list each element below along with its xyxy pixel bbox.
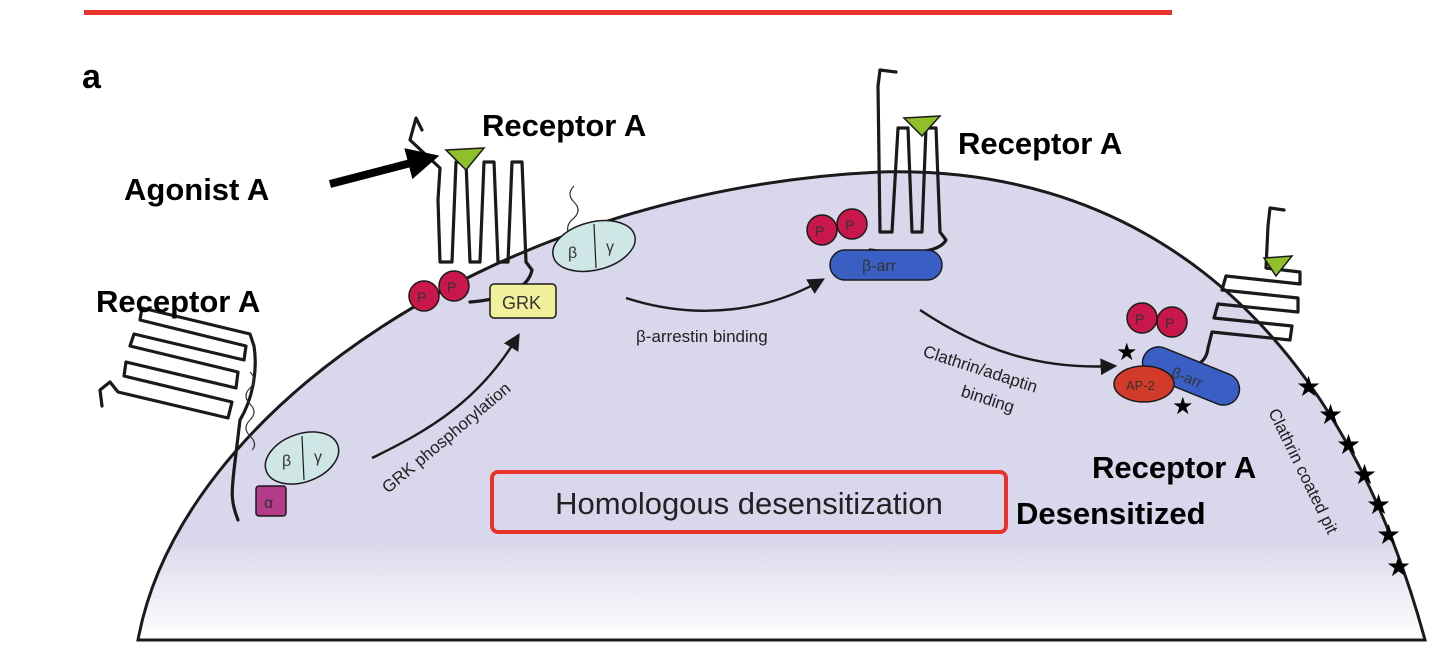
svg-text:γ: γ: [314, 449, 322, 466]
receptor-1: [98, 306, 257, 522]
clathrin-pit-stars: ★ ★ ★ ★ ★ ★ ★: [1296, 371, 1411, 582]
grk-kinase: GRK: [489, 283, 557, 319]
phospho-group-4a: P: [1126, 302, 1158, 334]
receptor-2-label: Receptor A: [482, 108, 646, 143]
receptor-4-star-2: ★: [1172, 393, 1194, 420]
panel-label: a: [82, 58, 102, 96]
g-beta-gamma-2: β γ: [552, 219, 636, 273]
svg-text:α: α: [264, 495, 273, 512]
arrestin-step-label: β-arrestin binding: [636, 327, 768, 346]
cell-membrane: [136, 170, 1427, 642]
svg-text:GRK: GRK: [502, 293, 541, 313]
g-alpha-subunit: α: [255, 485, 287, 517]
pit-star: ★: [1376, 519, 1401, 550]
svg-text:P: P: [1135, 311, 1144, 327]
beta-arrestin-3: β-arr: [829, 249, 943, 281]
phospho-group-3a: P: [806, 214, 838, 246]
svg-text:P: P: [845, 217, 854, 233]
agonist-arrow: [328, 148, 440, 188]
receptor-4-star-1: ★: [1116, 339, 1138, 366]
g-beta-gamma-1: β γ: [264, 431, 340, 485]
agonist-a-4: [1262, 255, 1294, 278]
top-rule: [84, 10, 1172, 15]
svg-text:P: P: [417, 289, 426, 305]
svg-text:β-arr: β-arr: [862, 258, 897, 275]
receptor-3-label: Receptor A: [958, 126, 1122, 161]
pit-star: ★: [1318, 399, 1343, 430]
receptor-4-label: Receptor A: [1092, 450, 1256, 485]
desensitized-label: Desensitized: [1016, 496, 1206, 531]
receptor-2-tether: [567, 185, 579, 233]
svg-text:β: β: [282, 453, 291, 470]
pit-star: ★: [1366, 489, 1391, 520]
phospho-group-3b: P: [836, 208, 868, 240]
arrestin-step-arrow: [625, 278, 825, 312]
clathrin-step-arrow: [919, 309, 1118, 376]
svg-text:γ: γ: [606, 239, 614, 256]
pit-star: ★: [1386, 551, 1411, 582]
highlight-box: [490, 470, 1008, 534]
receptor-1-helices: [98, 306, 257, 522]
phospho-group-2a: P: [408, 280, 440, 312]
phospho-group-2b: P: [438, 270, 470, 302]
svg-text:P: P: [447, 279, 456, 295]
agonist-a: [444, 147, 486, 172]
svg-text:P: P: [815, 223, 824, 239]
beta-arrestin-4: β-arr: [1141, 346, 1241, 406]
svg-text:β: β: [568, 245, 577, 262]
pit-star: ★: [1336, 429, 1361, 460]
phospho-group-4b: P: [1156, 306, 1188, 338]
receptor-1-label: Receptor A: [96, 284, 260, 319]
boxed-title: Homologous desensitization: [555, 486, 943, 521]
ap2-adaptin: AP-2: [1113, 365, 1175, 403]
svg-text:AP-2: AP-2: [1126, 378, 1155, 393]
agonist-label: Agonist A: [124, 172, 269, 207]
grk-step-arrow: [371, 333, 520, 460]
svg-text:P: P: [1165, 315, 1174, 331]
receptor-1-tether: [245, 371, 256, 451]
agonist-a-3: [902, 115, 942, 138]
pit-star: ★: [1296, 371, 1321, 402]
pit-star: ★: [1352, 459, 1377, 490]
